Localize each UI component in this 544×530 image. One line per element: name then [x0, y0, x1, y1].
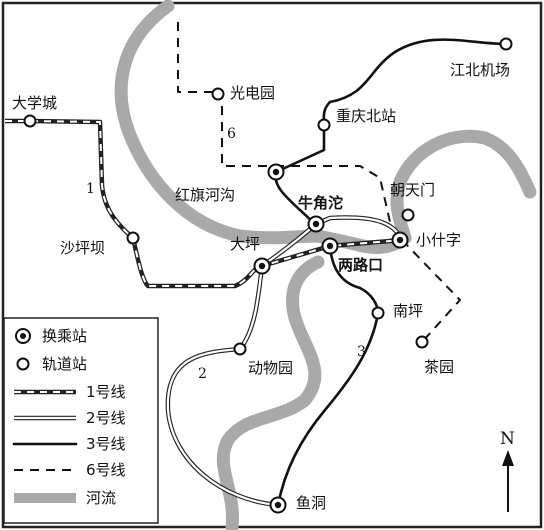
legend-box [3, 317, 159, 524]
north-arrow: N [500, 429, 515, 512]
transfer-daping [253, 257, 271, 275]
north-arrow-head [502, 450, 514, 466]
line-3-south [276, 244, 380, 507]
transfer-stations [253, 163, 409, 514]
legend-rail: 轨道站 [16, 355, 87, 373]
line-number-1: 1 [86, 181, 95, 197]
label-xiaoshizi: 小什字 [416, 231, 461, 249]
label-yudong: 鱼洞 [296, 494, 326, 512]
line-2-inner [166, 216, 403, 507]
legend-line6: 6号线 [14, 461, 126, 479]
label-jiangbei-jichang: 江北机场 [450, 61, 510, 79]
station-chongqing-beizhan [317, 118, 331, 132]
station-dongwuyuan [233, 342, 247, 356]
label-lianglukou: 两路口 [338, 256, 383, 274]
station-nanping [371, 306, 385, 320]
transfer-xiaoshizi [391, 231, 409, 249]
legend-line1-label: 1号线 [86, 383, 126, 401]
station-chaotianmen [401, 208, 415, 222]
transfer-yudong [269, 496, 287, 514]
station-chayuan [415, 335, 429, 349]
legend-transfer-label: 换乘站 [42, 327, 87, 345]
station-labels: 大学城 光电园 江北机场 重庆北站 红旗河沟 牛角沱 朝天门 沙坪坝 大坪 小什… [12, 61, 510, 512]
legend-river-label: 河流 [86, 489, 116, 507]
station-shapingba [126, 231, 140, 245]
legend-line2-label: 2号线 [86, 409, 126, 427]
line-number-3: 3 [357, 344, 366, 360]
label-dongwuyuan: 动物园 [248, 359, 293, 377]
label-daxuecheng: 大学城 [12, 94, 57, 112]
line-numbers: 1 6 3 2 [86, 126, 366, 382]
transfer-hongqihegou [267, 163, 285, 181]
label-guangdianyuan: 光电园 [230, 84, 275, 102]
station-daxuecheng [23, 114, 37, 128]
label-chayuan: 茶园 [424, 358, 454, 376]
legend-line1: 1号线 [14, 383, 126, 401]
label-shapingba: 沙坪坝 [60, 239, 105, 257]
legend: 换乘站 轨道站 1号线 2号线 3号线 6号线 河流 [3, 317, 159, 524]
station-jiangbei-jichang [499, 37, 513, 51]
legend-transfer: 换乘站 [15, 327, 87, 345]
line-2 [165, 215, 405, 508]
river-lower [216, 255, 325, 530]
line-3-north [274, 38, 508, 226]
transfer-niujiaotuo [307, 215, 325, 233]
label-nanping: 南坪 [393, 302, 423, 320]
legend-line2: 2号线 [14, 409, 126, 427]
label-niujiaotuo: 牛角沱 [298, 194, 343, 212]
legend-line3: 3号线 [12, 435, 126, 453]
line-number-2: 2 [198, 366, 207, 382]
line-1-inner [5, 120, 403, 287]
legend-rail-label: 轨道站 [42, 355, 87, 373]
north-label: N [500, 429, 515, 449]
line-number-6: 6 [227, 126, 236, 142]
station-guangdianyuan [211, 87, 225, 101]
label-chaotianmen: 朝天门 [390, 181, 435, 199]
legend-river: 河流 [14, 489, 116, 507]
label-hongqihegou: 红旗河沟 [175, 186, 235, 204]
label-chongqing-beizhan: 重庆北站 [336, 107, 396, 125]
label-daping: 大坪 [230, 235, 260, 253]
transfer-lianglukou [321, 237, 339, 255]
legend-line3-label: 3号线 [86, 435, 126, 453]
line-1 [5, 118, 403, 289]
line-3 [274, 38, 508, 507]
legend-line6-label: 6号线 [86, 461, 126, 479]
rail-stations [23, 37, 513, 356]
line-6-south [401, 239, 461, 343]
